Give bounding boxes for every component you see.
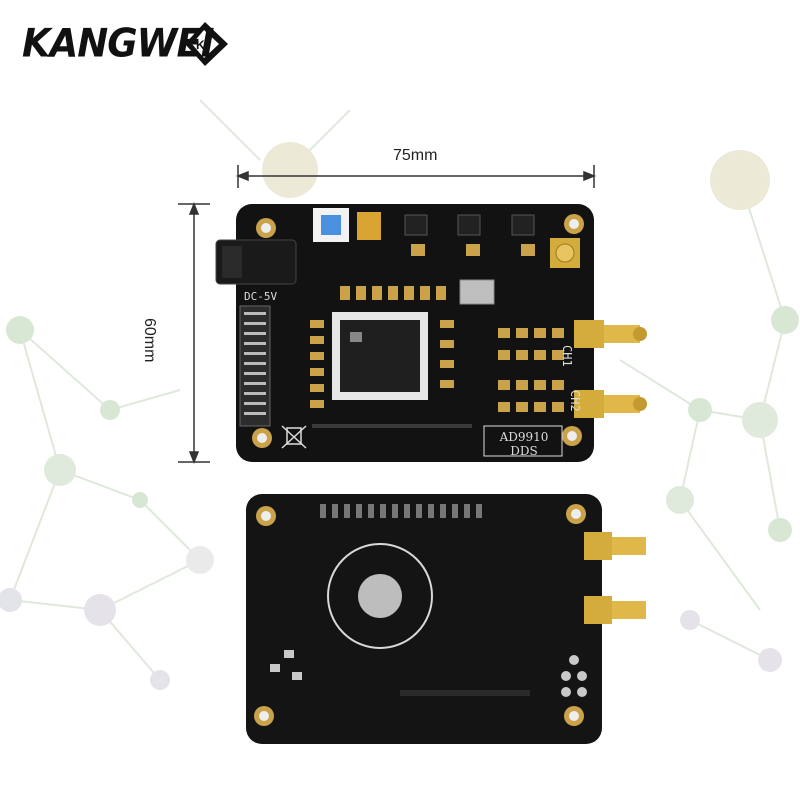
ch2-silk-label: CH2 (568, 390, 582, 412)
width-dimension-label: 75mm (393, 147, 438, 164)
brand-logo-icon: K (185, 22, 228, 66)
power-silk-label: DC-5V (244, 290, 278, 303)
background-nodes (0, 142, 799, 690)
gpio-header (239, 305, 271, 427)
brand-wordmark: KANGWEI (22, 20, 214, 67)
model-type: DDS (510, 444, 538, 458)
sma-connector-ch1 (574, 320, 647, 348)
svg-text:K: K (196, 38, 205, 52)
sma-connector-ch2 (574, 390, 647, 418)
sma-connector-back-2 (584, 596, 646, 624)
model-name: AD9910 (499, 430, 549, 444)
pcb-top-board (215, 204, 647, 462)
weee-bin-icon (281, 425, 307, 449)
pcb-bottom-board (246, 494, 646, 744)
ch1-silk-label: CH1 (560, 345, 574, 367)
thermal-pad-ring (327, 543, 433, 649)
sma-connector-back-1 (584, 532, 646, 560)
model-silk-label: AD9910 DDS (488, 430, 560, 458)
height-dimension-line (178, 201, 210, 465)
width-dimension-line (235, 165, 597, 188)
height-dimension-label: 60mm (141, 318, 158, 363)
